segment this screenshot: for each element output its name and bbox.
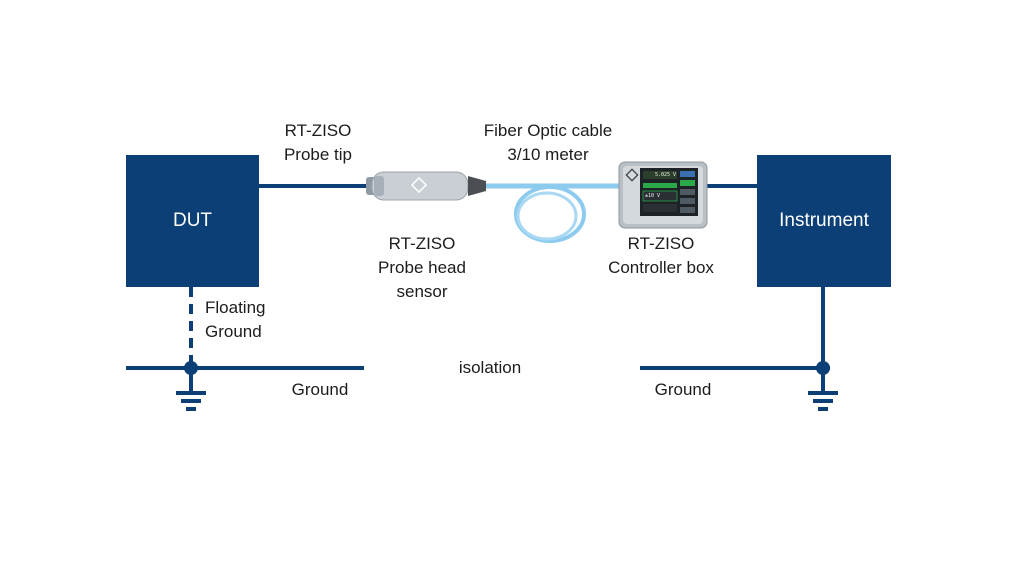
ground-right-label: Ground xyxy=(633,378,733,402)
fiber-optic-cable xyxy=(482,183,625,243)
controller-box xyxy=(618,161,708,229)
screen-readout-top: 5.025 V xyxy=(655,172,677,178)
fiber-cable-label-line2: 3/10 meter xyxy=(507,145,589,164)
instrument-label: Instrument xyxy=(779,210,869,231)
probe-head-label-line3: sensor xyxy=(396,282,448,301)
ground-left-text: Ground xyxy=(291,380,349,399)
probe-head-label-line1: RT-ZISO xyxy=(388,234,456,253)
controller-box-label: RT-ZISO Controller box xyxy=(596,232,726,280)
isolation-label: isolation xyxy=(440,356,540,380)
screen-readout-mid: ±10 V xyxy=(645,193,661,199)
instrument-block: Instrument xyxy=(757,155,891,287)
probe-head-label: RT-ZISO Probe head sensor xyxy=(362,232,482,304)
dut-label: DUT xyxy=(172,210,213,231)
controller-label-line1: RT-ZISO xyxy=(627,234,695,253)
fiber-cable-label-line1: Fiber Optic cable xyxy=(483,121,613,140)
isolation-text: isolation xyxy=(458,358,522,377)
controller-screen-readouts: 5.025 V xyxy=(655,172,676,178)
diamond-logo-icon xyxy=(625,168,639,182)
ground-left-label: Ground xyxy=(270,378,370,402)
left-ground-symbol-icon xyxy=(176,368,206,411)
fiber-cable-label: Fiber Optic cable 3/10 meter xyxy=(468,119,628,167)
floating-ground-label: Floating Ground xyxy=(205,296,295,344)
probe-tip-label: RT-ZISO Probe tip xyxy=(258,119,378,167)
right-ground-symbol-icon xyxy=(808,368,838,411)
floating-ground-label-line2: Ground xyxy=(205,322,262,341)
probe-head-label-line2: Probe head xyxy=(378,258,466,277)
diamond-logo-icon xyxy=(410,176,428,194)
floating-ground-label-line1: Floating xyxy=(205,298,266,317)
probe-tip-label-line2: Probe tip xyxy=(283,145,353,164)
dut-block: DUT xyxy=(126,155,259,287)
ground-right-text: Ground xyxy=(654,380,712,399)
controller-label-line2: Controller box xyxy=(608,258,714,277)
probe-head-sensor xyxy=(366,171,486,201)
controller-screen-readouts-mid: ±10 V xyxy=(645,193,660,199)
probe-tip-label-line1: RT-ZISO xyxy=(284,121,352,140)
